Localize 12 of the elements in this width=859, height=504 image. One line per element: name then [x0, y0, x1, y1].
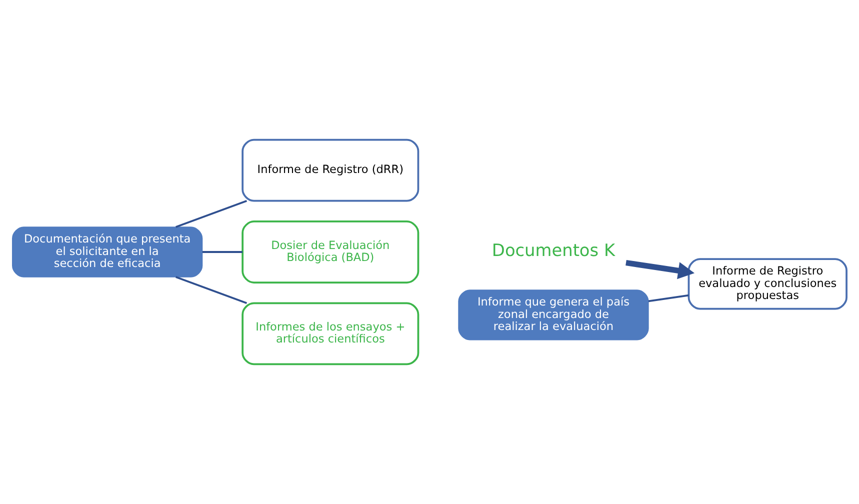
connector — [176, 276, 248, 304]
connector — [648, 294, 689, 302]
node-box: Informe que genera el país zonal encargado de realizar la evaluación — [458, 290, 649, 340]
node-box: Informes de los ensayos + artículos científicos — [242, 302, 420, 366]
node-box: Documentación que presenta el solicitante en la sección de eficacia — [12, 226, 203, 278]
node-text: Documentos K — [492, 240, 616, 260]
connector — [202, 251, 242, 253]
node-box: Dosier de Evaluación Biológica (BAD) — [242, 220, 420, 284]
node-box: Informe de Registro (dRR) — [242, 138, 420, 202]
connector — [176, 200, 248, 228]
arrow — [626, 260, 694, 280]
node-box: Informe de Registro evaluado y conclusiones propuestas — [688, 258, 848, 310]
